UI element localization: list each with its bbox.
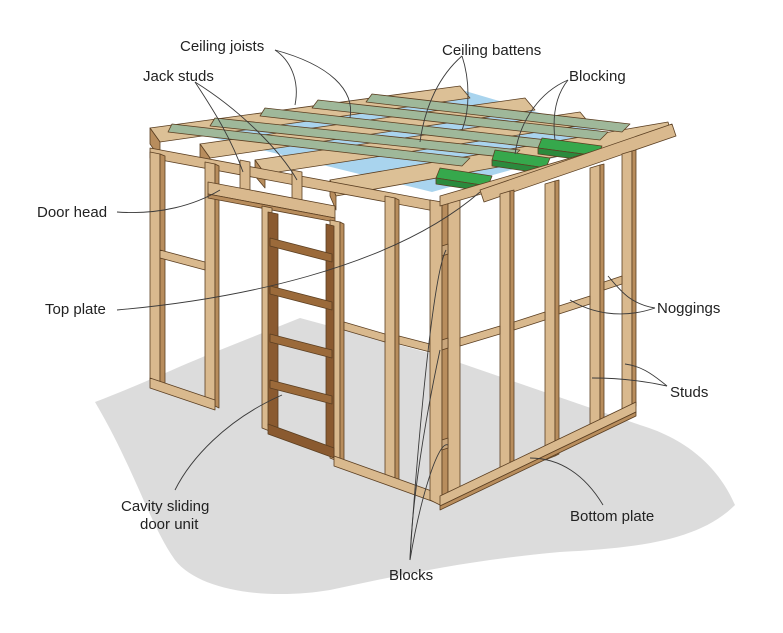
cavity-sliding-door-unit bbox=[267, 211, 335, 459]
left-wall-frame bbox=[149, 147, 441, 505]
label-cavity-sliding-line2: door unit bbox=[140, 516, 199, 533]
floor-shadow bbox=[95, 318, 735, 595]
label-cavity-sliding-line1: Cavity sliding bbox=[121, 498, 209, 515]
label-top-plate: Top plate bbox=[45, 301, 106, 318]
label-jack-studs: Jack studs bbox=[143, 68, 214, 85]
label-studs: Studs bbox=[670, 384, 708, 401]
label-bottom-plate: Bottom plate bbox=[570, 508, 654, 525]
label-blocking: Blocking bbox=[569, 68, 626, 85]
callout-labels: Ceiling joists Ceiling battens Jack stud… bbox=[37, 38, 720, 584]
leader-lines bbox=[116, 49, 668, 561]
ceiling-structure bbox=[149, 85, 673, 211]
label-blocks: Blocks bbox=[389, 567, 433, 584]
corner-post bbox=[429, 195, 461, 507]
label-door-head: Door head bbox=[37, 204, 107, 221]
label-ceiling-battens: Ceiling battens bbox=[442, 42, 541, 59]
label-ceiling-joists: Ceiling joists bbox=[180, 38, 264, 55]
right-wall-frame bbox=[439, 123, 677, 511]
label-noggings: Noggings bbox=[657, 300, 720, 317]
